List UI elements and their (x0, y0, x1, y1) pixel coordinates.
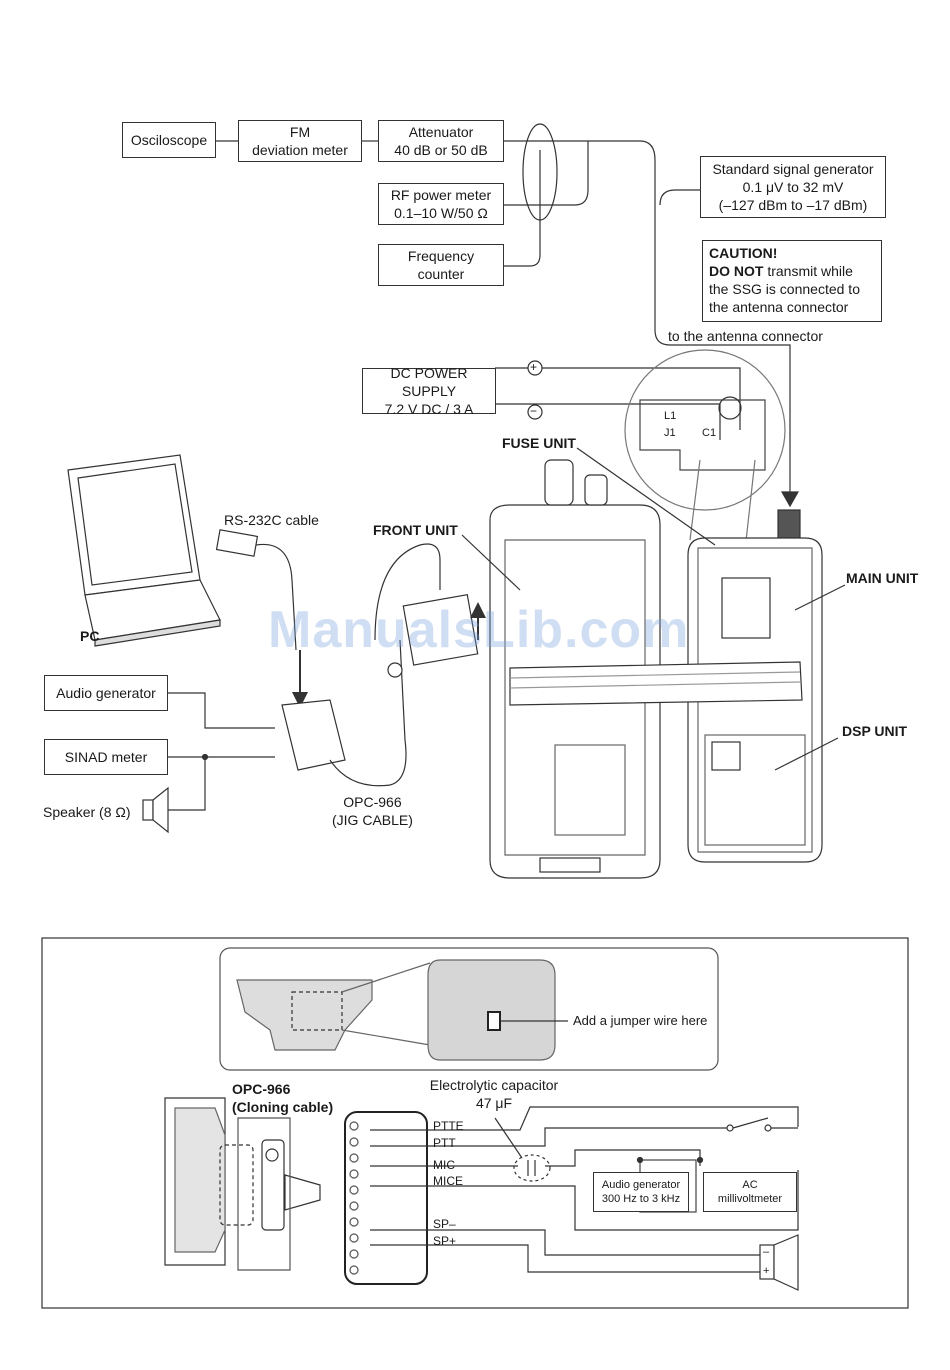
rf-power-meter-box: RF power meter 0.1–10 W/50 Ω (378, 183, 504, 225)
sinad-meter-box: SINAD meter (44, 739, 168, 775)
bottom-speaker (773, 1234, 799, 1291)
wire-att-antenna (504, 140, 791, 495)
fuse-zoom-circle (624, 349, 786, 511)
dsp-unit-label: DSP UNIT (842, 723, 908, 739)
frequency-counter-box: Frequency counter (378, 244, 504, 286)
electrolytic-label: Electrolytic capacitor 47 μF (429, 1077, 559, 1111)
ssg-box: Standard signal generator 0.1 μV to 32 m… (700, 156, 886, 218)
pin-mic: MIC (433, 1158, 455, 1172)
wire-rf-power (504, 141, 589, 206)
plus-label: + (530, 360, 538, 374)
fuse-holder (718, 396, 742, 420)
fm-deviation-meter-box: FM deviation meter (238, 120, 362, 162)
jumper-location (487, 1011, 501, 1031)
rs232-cable (255, 543, 297, 651)
front-leader (461, 534, 521, 591)
speaker-minus: – (763, 1246, 770, 1258)
front-knob-2 (584, 474, 608, 506)
attenuator-label: Attenuator 40 dB or 50 dB (394, 124, 488, 158)
to-antenna-label: to the antenna connector (668, 328, 823, 344)
opc966-jig-label: OPC-966 (JIG CABLE) (332, 794, 413, 828)
rf-power-meter-label: RF power meter 0.1–10 W/50 Ω (390, 187, 492, 221)
jumper-note: Add a jumper wire here (573, 1013, 708, 1028)
fuse-unit-label: FUSE UNIT (502, 435, 576, 451)
jig-connector (281, 699, 346, 771)
capacitor-ring (513, 1154, 551, 1182)
jig-plug (402, 594, 479, 666)
pin-ptte: PTTE (433, 1119, 464, 1133)
attenuator-box: Attenuator 40 dB or 50 dB (378, 120, 504, 162)
bottom-frame (41, 937, 909, 1309)
caution-text-1: transmit while (763, 263, 853, 279)
front-unit-label: FRONT UNIT (373, 522, 458, 538)
speaker-label: Speaker (8 Ω) (43, 804, 131, 820)
jig-cable (329, 639, 407, 787)
wire-dc-plus (495, 367, 741, 430)
speaker-cone (152, 786, 169, 834)
wire-mice (370, 1170, 799, 1231)
wire-ptte (370, 1106, 799, 1131)
wire-ptt (370, 1127, 728, 1147)
c1-label: C1 (702, 427, 717, 439)
small-pcb (236, 979, 373, 1051)
enlarged-pcb (427, 959, 556, 1061)
wire-sp-minus (370, 1229, 760, 1256)
audio-generator-box: Audio generator (44, 675, 168, 711)
caution-text-2: the SSG is connected to the antenna conn… (709, 281, 860, 315)
pin-sp-plus: SP+ (433, 1234, 457, 1248)
wire-ssg (659, 189, 700, 206)
ac-millivoltmeter-box: AC millivoltmeter (703, 1172, 797, 1212)
minus-terminal (527, 404, 543, 420)
fuse-pcb-outline (639, 399, 766, 471)
fuse-leader (576, 447, 716, 546)
coupler-ellipse (522, 123, 558, 221)
j1-label: J1 (664, 427, 676, 439)
dc-power-supply-label: DC POWER SUPPLY 7.2 V DC / 3 A (384, 365, 474, 417)
pin-sp-minus: SP– (433, 1217, 456, 1231)
watermark-text: ManualsLib.com (268, 601, 690, 659)
opc966-cloning-label: OPC-966 (Cloning cable) (232, 1081, 334, 1115)
pc-label: PC (80, 628, 100, 644)
fm-deviation-meter-label: FM deviation meter (252, 124, 348, 158)
pin-mice: MICE (433, 1174, 463, 1188)
main-unit-label: MAIN UNIT (846, 570, 919, 586)
wire-sp-plus (370, 1244, 760, 1273)
oscilloscope-box: Osciloscope (122, 122, 216, 158)
ssg-label: Standard signal generator 0.1 μV to 32 m… (712, 161, 874, 213)
wire-freq-counter (504, 150, 541, 267)
caution-box: CAUTION! DO NOT transmit while the SSG i… (702, 240, 882, 322)
audio-gen-label: Audio generator 300 Hz to 3 kHz (601, 1179, 681, 1205)
audio-gen-box: Audio generator 300 Hz to 3 kHz (593, 1172, 689, 1212)
frequency-counter-label: Frequency counter (407, 248, 475, 282)
antenna-connector (777, 509, 801, 543)
flex-cable (509, 661, 803, 706)
wire-audio-gen (168, 692, 275, 729)
minus-label: − (530, 404, 538, 418)
dc-power-supply-box: DC POWER SUPPLY 7.2 V DC / 3 A (362, 365, 496, 417)
pin-ptt: PTT (433, 1136, 456, 1150)
sinad-meter-label: SINAD meter (64, 749, 148, 765)
dsp-leader (774, 737, 839, 771)
caution-do-not: DO NOT (709, 263, 764, 279)
main-leader (794, 584, 846, 611)
speaker-plus: + (763, 1265, 770, 1277)
main-shield-can (721, 577, 771, 639)
l1-label: L1 (664, 410, 677, 422)
oscilloscope-label: Osciloscope (130, 132, 208, 148)
wire-speaker (168, 757, 206, 811)
rs232c-label: RS-232C cable (224, 512, 319, 528)
ac-millivoltmeter-label: AC millivoltmeter (717, 1179, 783, 1205)
plus-terminal (527, 360, 543, 376)
audio-generator-label: Audio generator (56, 685, 156, 701)
front-knob-1 (544, 459, 574, 506)
pin-header-block (344, 1111, 428, 1285)
caution-title: CAUTION! (709, 245, 778, 261)
pcb-detail-frame (219, 947, 719, 1071)
